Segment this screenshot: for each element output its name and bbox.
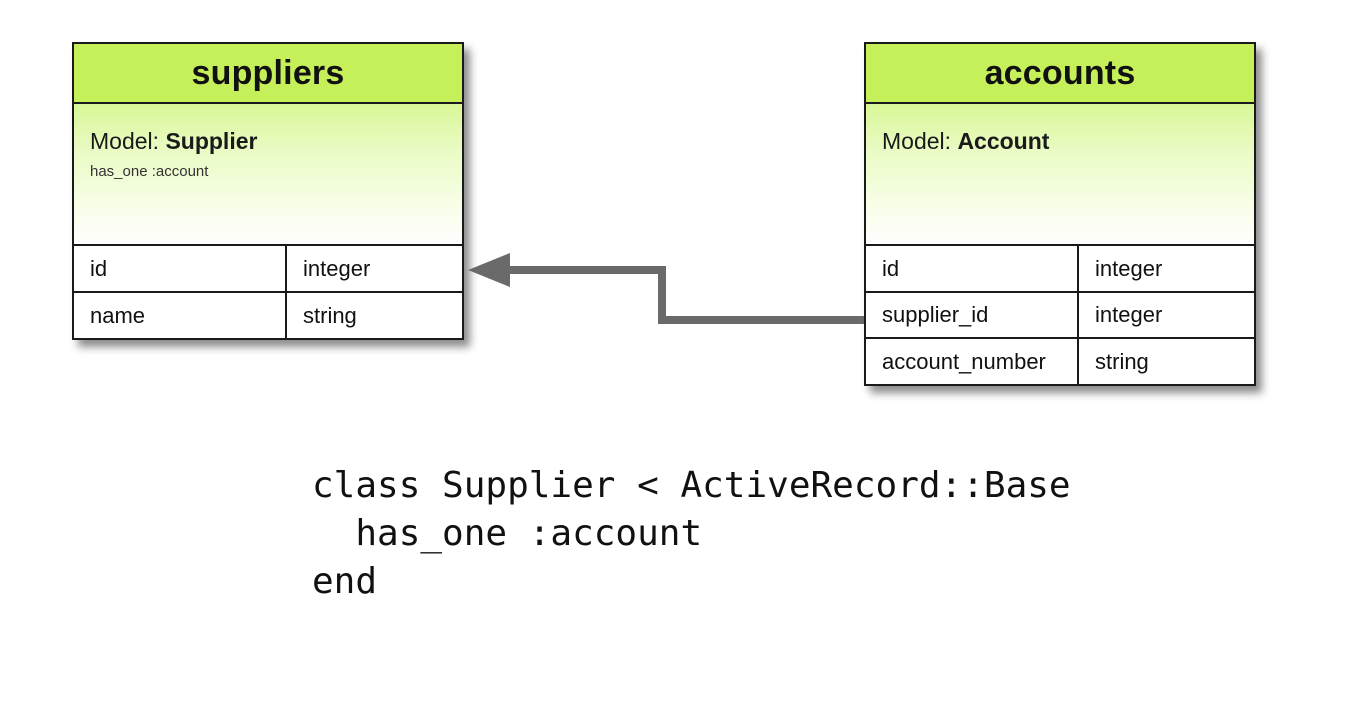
- field-name: name: [74, 291, 287, 338]
- accounts-table-title: accounts: [866, 44, 1254, 104]
- suppliers-table-title: suppliers: [74, 44, 462, 104]
- arrowhead-icon: [468, 253, 510, 287]
- code-line: end: [312, 561, 378, 602]
- accounts-table: accounts Model: Account id integer suppl…: [864, 42, 1256, 386]
- suppliers-model-line: Model: Supplier: [90, 128, 462, 155]
- code-snippet: class Supplier < ActiveRecord::Base has_…: [312, 462, 1071, 606]
- table-row: name string: [74, 291, 462, 338]
- field-type: string: [1078, 337, 1254, 384]
- accounts-model-prefix: Model:: [882, 128, 958, 154]
- accounts-fields: id integer supplier_id integer account_n…: [866, 246, 1254, 384]
- field-type: integer: [1078, 291, 1254, 338]
- table-row: account_number string: [866, 337, 1254, 384]
- relation-connector-line: [508, 266, 864, 324]
- code-line: class Supplier < ActiveRecord::Base: [312, 465, 1071, 506]
- accounts-model-name: Account: [957, 128, 1050, 154]
- suppliers-model-section: Model: Supplier has_one :account: [74, 104, 462, 246]
- suppliers-model-prefix: Model:: [90, 128, 166, 154]
- field-name: id: [74, 246, 287, 292]
- accounts-model-section: Model: Account: [866, 104, 1254, 246]
- code-line: has_one :account: [312, 513, 703, 554]
- field-type: integer: [1095, 255, 1163, 281]
- suppliers-fields: id integer name string: [74, 246, 462, 338]
- field-type: string: [286, 291, 462, 338]
- suppliers-table: suppliers Model: Supplier has_one :accou…: [72, 42, 464, 340]
- table-row: supplier_id integer: [866, 291, 1254, 338]
- field-name: account_number: [866, 337, 1079, 384]
- accounts-model-line: Model: Account: [882, 128, 1254, 155]
- table-row: id integer: [74, 246, 462, 292]
- table-row: id integer: [866, 246, 1254, 292]
- field-type: integer: [303, 255, 371, 281]
- suppliers-model-name: Supplier: [165, 128, 258, 154]
- field-name: id: [866, 246, 1079, 292]
- suppliers-association: has_one :account: [90, 163, 209, 180]
- field-name: supplier_id: [866, 291, 1079, 338]
